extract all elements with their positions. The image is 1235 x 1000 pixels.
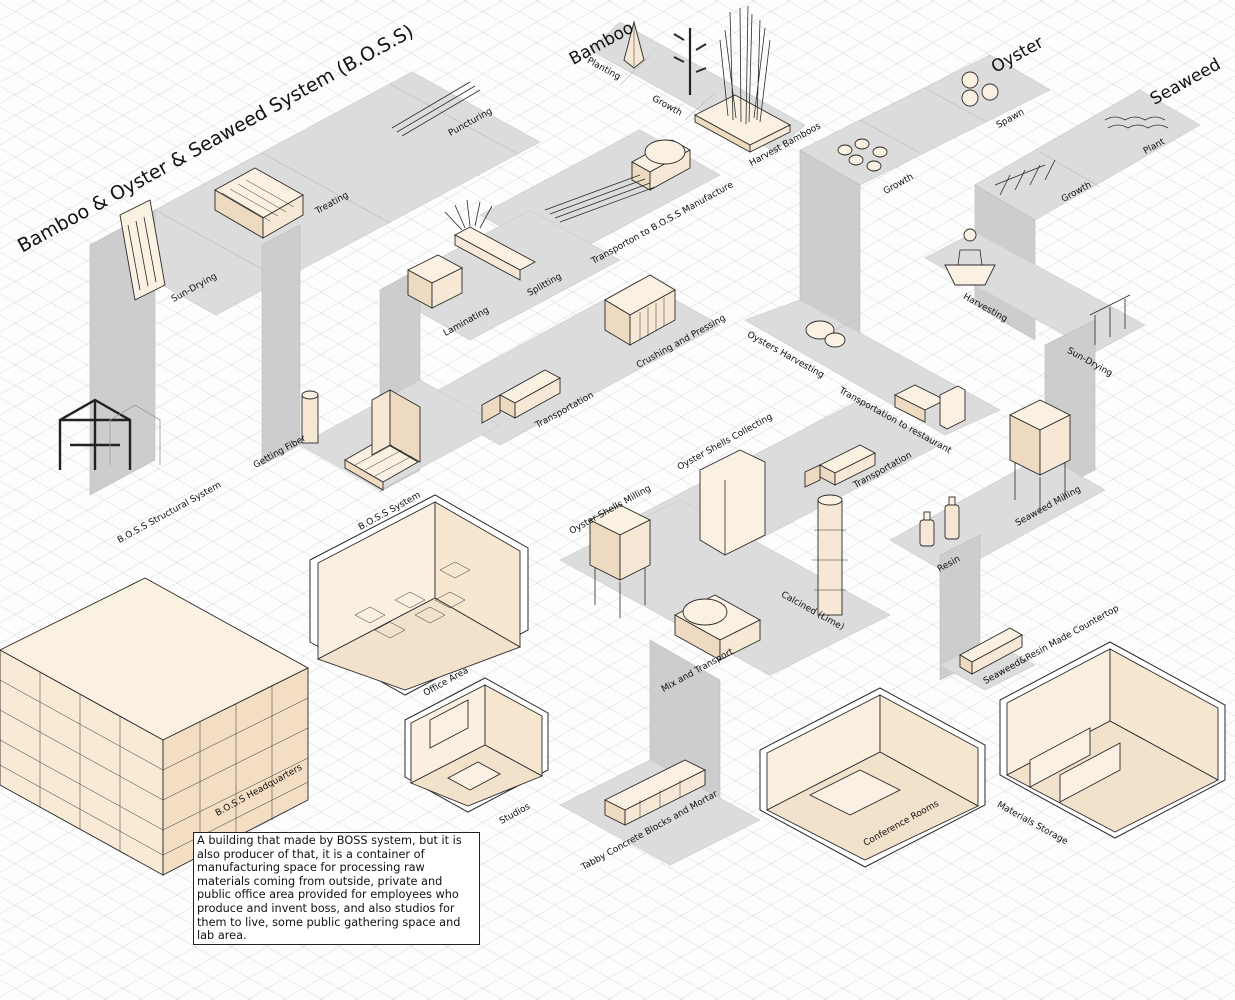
seaweed-drying-poles-icon: [1089, 294, 1131, 345]
bamboo-mid-column: [261, 224, 301, 466]
oyster-tabby-band: [559, 759, 761, 866]
mature-bamboo-grove-icon: [694, 5, 791, 153]
boss-system-block-icon: [344, 389, 421, 491]
bamboo-poles-puncturing-icon: [391, 81, 481, 137]
seaweed-flow-path: [889, 89, 1201, 691]
description-note: A building that made by BOSS system, but…: [193, 832, 480, 945]
treating-tank-icon: [214, 167, 304, 239]
seaweed-mill-icon: [1008, 399, 1072, 512]
shell-milling-silo-icon: [588, 504, 652, 618]
bamboo-flow-path: [89, 21, 806, 496]
materials-storage-room: [999, 641, 1226, 839]
laminating-press-icon: [407, 254, 463, 309]
resin-bottles-icon: [919, 496, 960, 547]
shell-bag-icon: [699, 449, 766, 556]
conference-rooms-room: [759, 687, 986, 868]
seaweed-harvest-band: [924, 231, 1146, 353]
bamboo-top-band: [89, 71, 541, 316]
oyster-spawn-icon: [961, 71, 999, 107]
truck-icon-1: [481, 369, 561, 424]
seaweed-plant-icon: [1104, 116, 1169, 129]
office-area-room: [309, 494, 529, 696]
concrete-mixer-truck-icon-2: [674, 594, 761, 661]
seaweed-harvester-icon: [944, 228, 996, 286]
truck-icon-2: [804, 444, 876, 488]
bamboo-splitting-icon: [444, 199, 536, 281]
seaweed-milling-band: [889, 454, 1106, 576]
bamboo-strips-transport-icon: [544, 174, 656, 223]
fridge-truck-icon: [893, 384, 966, 430]
young-bamboo-icon: [673, 28, 707, 95]
kiln-tower-icon: [812, 494, 848, 616]
bamboo-drying-rack-icon: [119, 199, 166, 301]
crushing-machine-icon: [604, 274, 676, 346]
concrete-mixer-truck-icon-1: [631, 139, 691, 191]
bamboo-shoot-icon: [623, 20, 645, 69]
tabby-blocks-icon: [603, 759, 707, 826]
timber-frame-structure-icon: [58, 398, 161, 470]
oyster-growth-icon: [837, 138, 888, 172]
oyster-harvesting-icon: [805, 320, 846, 348]
headquarters-building: [0, 577, 309, 876]
fiber-cylinder-icon: [301, 390, 319, 444]
studios-room: [404, 677, 549, 813]
countertop-icon: [959, 627, 1023, 675]
seaweed-growth-rack-icon: [994, 159, 1056, 196]
